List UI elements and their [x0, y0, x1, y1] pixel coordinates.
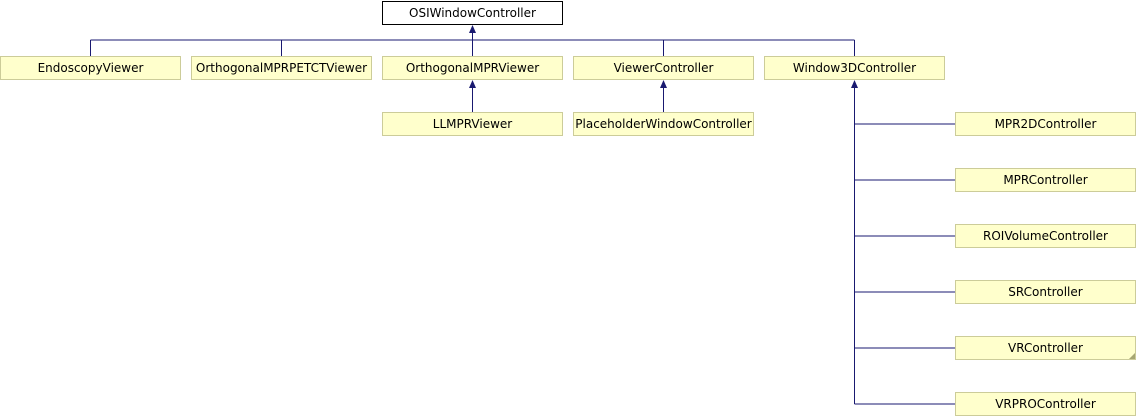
node-orthogonal-mpr-petct-viewer[interactable]: OrthogonalMPRPETCTViewer [191, 56, 372, 80]
node-label: MPR2DController [994, 117, 1097, 131]
node-label: OrthogonalMPRViewer [405, 61, 540, 75]
node-label: VRController [1008, 341, 1083, 355]
node-label: Window3DController [792, 61, 917, 75]
folded-corner-icon [1129, 353, 1135, 359]
arrow-window3d-controller [851, 80, 858, 88]
node-sr-controller[interactable]: SRController [955, 280, 1136, 304]
node-placeholder-window-controller[interactable]: PlaceholderWindowController [573, 112, 754, 136]
node-label: OSIWindowController [409, 6, 536, 20]
node-label: MPRController [1003, 173, 1088, 187]
arrow-osi-window-controller [469, 25, 476, 33]
node-osi-window-controller[interactable]: OSIWindowController [382, 1, 563, 25]
node-viewer-controller[interactable]: ViewerController [573, 56, 754, 80]
node-mpr-controller[interactable]: MPRController [955, 168, 1136, 192]
arrow-viewer-controller [660, 80, 667, 88]
node-label: EndoscopyViewer [37, 61, 144, 75]
node-mpr2d-controller[interactable]: MPR2DController [955, 112, 1136, 136]
node-label: ViewerController [613, 61, 714, 75]
node-window3d-controller[interactable]: Window3DController [764, 56, 945, 80]
node-label: LLMPRViewer [432, 117, 513, 131]
arrow-orthogonal-mpr-viewer [469, 80, 476, 88]
node-llmpr-viewer[interactable]: LLMPRViewer [382, 112, 563, 136]
node-label: PlaceholderWindowController [575, 117, 752, 131]
node-label: SRController [1008, 285, 1083, 299]
node-label: ROIVolumeController [983, 229, 1108, 243]
node-roi-volume-controller[interactable]: ROIVolumeController [955, 224, 1136, 248]
node-orthogonal-mpr-viewer[interactable]: OrthogonalMPRViewer [382, 56, 563, 80]
node-endoscopy-viewer[interactable]: EndoscopyViewer [0, 56, 181, 80]
node-label: OrthogonalMPRPETCTViewer [195, 61, 368, 75]
node-label: VRPROController [995, 397, 1096, 411]
node-vrpro-controller[interactable]: VRPROController [955, 392, 1136, 416]
node-vr-controller[interactable]: VRController [955, 336, 1136, 360]
